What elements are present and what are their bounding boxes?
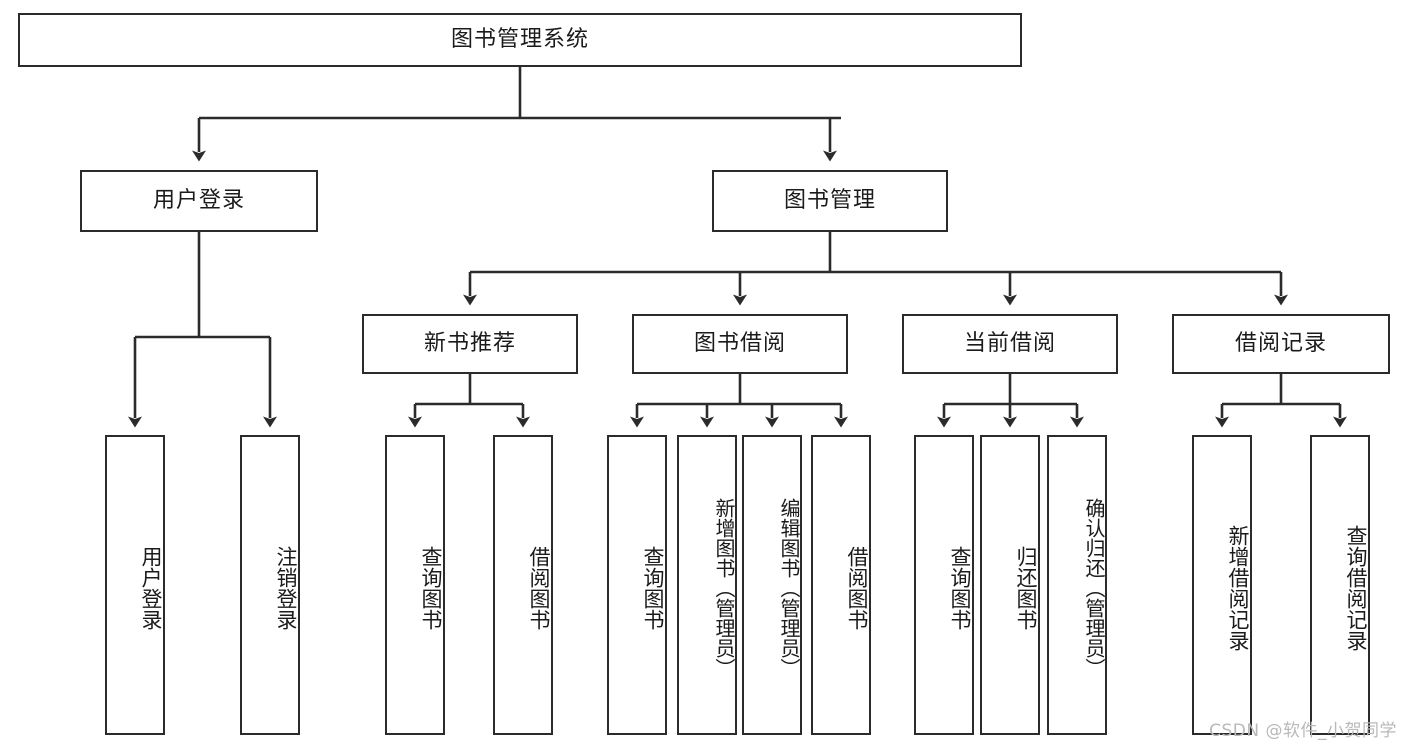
node-book-management[interactable]: 图书管理	[712, 170, 948, 232]
node-borrow-record[interactable]: 借阅记录	[1172, 314, 1390, 374]
csdn-watermark: CSDN @软件_小贺同学	[1209, 721, 1397, 741]
leaf-borrow-query-book[interactable]: 查询图书	[607, 435, 667, 735]
node-current-borrow[interactable]: 当前借阅	[902, 314, 1118, 374]
node-root-system[interactable]: 图书管理系统	[18, 13, 1022, 67]
leaf-borrow-borrow-book[interactable]: 借阅图书	[811, 435, 871, 735]
node-book-borrow[interactable]: 图书借阅	[632, 314, 848, 374]
leaf-user-login-login[interactable]: 用户登录	[105, 435, 165, 735]
leaf-user-login-logout[interactable]: 注销登录	[240, 435, 300, 735]
node-user-login[interactable]: 用户登录	[80, 170, 318, 232]
node-new-book-recommend[interactable]: 新书推荐	[362, 314, 578, 374]
leaf-borrow-edit-book-admin[interactable]: 编辑图书（管理员）	[742, 435, 802, 735]
leaf-recommend-borrow-book[interactable]: 借阅图书	[493, 435, 553, 735]
leaf-current-confirm-return-admin[interactable]: 确认归还（管理员）	[1047, 435, 1107, 735]
leaf-borrow-add-book-admin[interactable]: 新增图书（管理员）	[677, 435, 737, 735]
leaf-current-return-book[interactable]: 归还图书	[980, 435, 1040, 735]
leaf-current-query-book[interactable]: 查询图书	[914, 435, 974, 735]
leaf-record-query-record[interactable]: 查询借阅记录	[1310, 435, 1370, 735]
leaf-record-add-record[interactable]: 新增借阅记录	[1192, 435, 1252, 735]
leaf-recommend-query-book[interactable]: 查询图书	[385, 435, 445, 735]
